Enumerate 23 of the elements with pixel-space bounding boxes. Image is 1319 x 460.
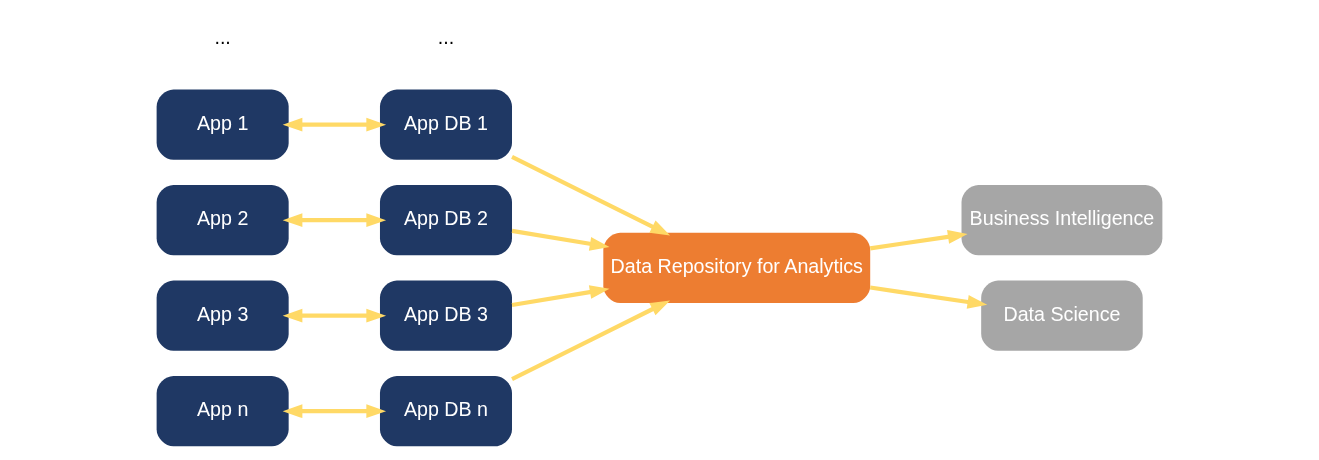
node-box: App n <box>156 376 289 447</box>
node-box: App DB 3 <box>379 280 512 351</box>
node-box: Business Intelligence <box>961 185 1163 256</box>
arrow <box>511 285 610 308</box>
arrow <box>282 404 387 419</box>
node-box: Data Repository for Analytics <box>603 232 871 304</box>
arrow <box>869 230 968 251</box>
arrow <box>511 300 671 381</box>
node-box: App 1 <box>156 89 289 160</box>
arrow <box>282 213 387 228</box>
arrow <box>511 228 610 251</box>
node-box: App DB 2 <box>379 185 512 256</box>
node-box: App 2 <box>156 185 289 256</box>
arrow <box>511 154 671 236</box>
arrow <box>282 308 387 323</box>
arrow <box>869 285 988 309</box>
node-box: Data Science <box>981 280 1143 351</box>
arrow <box>282 117 387 132</box>
node-box: App 3 <box>156 280 289 351</box>
label: ... <box>214 26 231 49</box>
label: ... <box>437 26 455 49</box>
node-box: App DB 1 <box>379 89 512 160</box>
node-box: App DB n <box>379 376 512 447</box>
